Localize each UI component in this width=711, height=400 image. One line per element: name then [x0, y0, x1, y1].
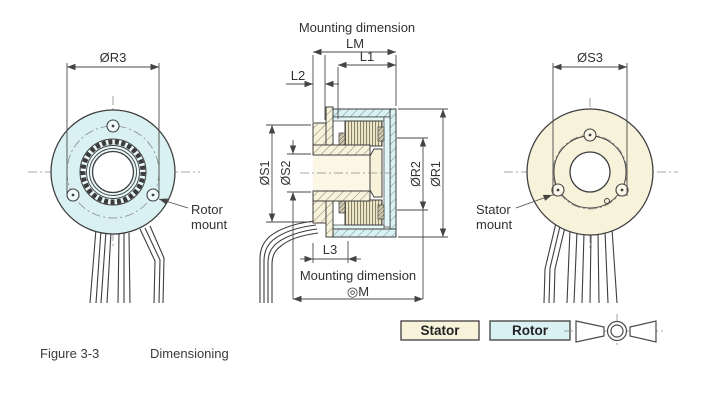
- l3-label: L3: [323, 242, 337, 257]
- stator-lead-wires: [543, 221, 618, 304]
- lm-label: LM: [346, 36, 364, 51]
- s1-label: ØS1: [258, 160, 272, 185]
- bearing-race-ring: [89, 148, 137, 196]
- section-lead-wires: [259, 220, 319, 303]
- cross-section-view: Mounting dimension LM L1 L2 ØS1: [258, 20, 448, 303]
- rotor-legend-label: Rotor: [512, 323, 549, 338]
- projection-symbol-icon: [564, 314, 663, 348]
- mounting-dimension-bottom-label: Mounting dimension: [300, 268, 416, 283]
- mounting-dimension-top-label: Mounting dimension: [299, 20, 415, 35]
- dimension-r3: ØR3: [66, 50, 160, 196]
- pin-hole: [604, 198, 610, 204]
- r2-label: ØR2: [409, 161, 423, 187]
- dimension-lm: Mounting dimension LM: [299, 20, 415, 122]
- stator-mount-label-line1: Stator: [476, 202, 511, 217]
- dimension-r1: ØR1: [398, 108, 448, 238]
- dimension-s1: ØS1: [258, 124, 311, 223]
- stator-front-view: ØS3 Stator mount: [476, 50, 678, 304]
- rotor-housing-section: [331, 108, 397, 238]
- stator-mount-label-line2: mount: [476, 217, 513, 232]
- dimension-r2: ØR2: [397, 137, 428, 299]
- rotor-bore: [91, 150, 135, 194]
- rotor-mount-callout: Rotor mount: [158, 198, 228, 232]
- r3-label: ØR3: [100, 50, 127, 65]
- figure-caption: Figure 3-3 Dimensioning: [40, 346, 229, 361]
- bearing-balls-ring: [80, 139, 146, 205]
- legend: Stator Rotor: [400, 314, 663, 348]
- dimension-l1: L1: [337, 49, 396, 119]
- stator-legend-swatch: [400, 320, 480, 341]
- rotor-lead-wires: [89, 225, 165, 304]
- s2-label: ØS2: [279, 160, 293, 185]
- stator-bore: [569, 151, 611, 193]
- figure-title: Dimensioning: [150, 346, 229, 361]
- stator-mount-holes: [551, 128, 629, 204]
- dimension-l2: L2: [286, 68, 339, 88]
- dimension-mounting-m: Mounting dimension ◎M: [293, 268, 423, 303]
- rotor-mount-label-line1: Rotor: [191, 202, 223, 217]
- dimension-s3: ØS3: [552, 50, 628, 196]
- stator-brush-blocks-section: [338, 120, 385, 226]
- rotor-mount-label-line2: mount: [191, 217, 228, 232]
- dimension-l3: L3: [300, 241, 361, 263]
- rotor-mount-holes: [66, 119, 160, 202]
- l1-label: L1: [360, 49, 374, 64]
- concentricity-symbol-label: ◎M: [347, 284, 369, 299]
- stator-legend-label: Stator: [420, 323, 460, 338]
- stator-mount-callout: Stator mount: [476, 194, 553, 232]
- rotor-front-view: ØR3 Rotor mount: [28, 50, 228, 304]
- l2-label: L2: [291, 68, 305, 83]
- figure-number: Figure 3-3: [40, 346, 99, 361]
- s3-label: ØS3: [577, 50, 603, 65]
- stator-shaft-section: [300, 144, 392, 202]
- dimension-s2: ØS2: [279, 140, 311, 299]
- bearing-inner-ring: [86, 145, 140, 199]
- r1-label: ØR1: [429, 161, 443, 187]
- stator-flange-section: [312, 106, 334, 238]
- rotor-legend-swatch: [489, 320, 571, 341]
